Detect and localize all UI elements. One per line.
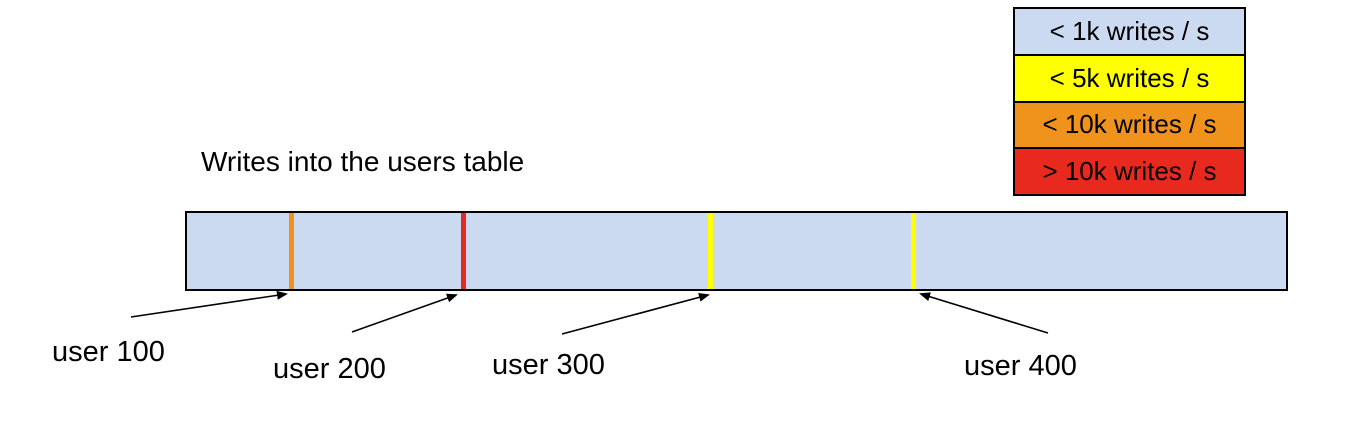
label-user-100: user 100 <box>52 336 165 368</box>
label-user-400: user 400 <box>964 350 1077 382</box>
legend-item-lt-5k-label: < 5k writes / s <box>1049 62 1210 93</box>
marker-user-300 <box>708 213 713 289</box>
legend-item-lt-1k-label: < 1k writes / s <box>1049 15 1210 46</box>
legend-item-lt-5k: < 5k writes / s <box>1015 53 1244 101</box>
legend-item-gt-10k-label: > 10k writes / s <box>1042 156 1217 187</box>
diagram-title: Writes into the users table <box>201 146 525 177</box>
legend-item-gt-10k: > 10k writes / s <box>1015 147 1244 194</box>
legend: < 1k writes / s < 5k writes / s < 10k wr… <box>1013 7 1246 196</box>
label-user-300: user 300 <box>492 349 605 381</box>
arrow-user-400 <box>919 292 1049 334</box>
users-table-bar <box>185 211 1288 291</box>
legend-item-lt-1k: < 1k writes / s <box>1015 9 1244 54</box>
label-user-200: user 200 <box>273 353 386 385</box>
legend-item-lt-10k-label: < 10k writes / s <box>1042 109 1217 140</box>
marker-user-100 <box>289 213 294 289</box>
arrow-user-100 <box>130 290 288 318</box>
legend-item-lt-10k: < 10k writes / s <box>1015 100 1244 148</box>
marker-user-200 <box>461 213 466 289</box>
marker-user-400 <box>911 213 916 289</box>
arrow-user-300 <box>561 292 710 335</box>
arrow-user-200 <box>351 293 458 333</box>
